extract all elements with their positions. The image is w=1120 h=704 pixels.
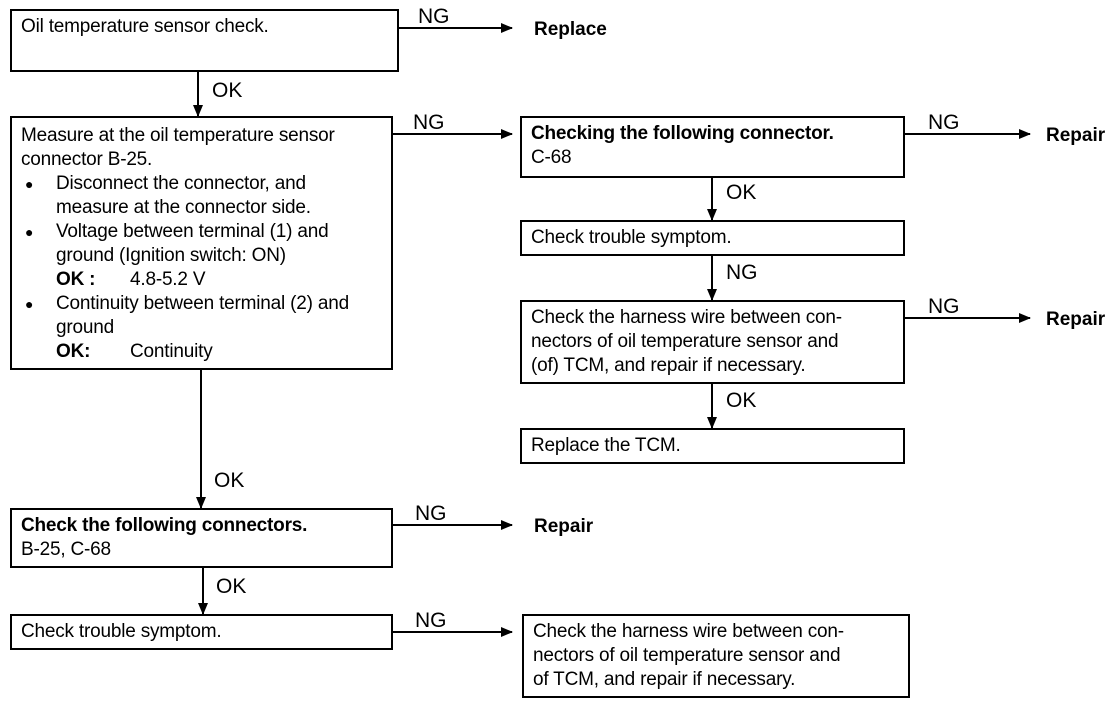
harness-bottom-line1: Check the harness wire between con- — [533, 621, 844, 642]
measure-title-line1: Measure at the oil temperature sensor — [21, 125, 335, 146]
check-connectors-b25-c68-box: Check the following connectors. B-25, C-… — [10, 508, 393, 568]
bullet2-line2: ground (Ignition switch: ON) — [56, 245, 286, 266]
ng-label-3: NG — [928, 111, 960, 134]
oil-sensor-check-text: Oil temperature sensor check. — [21, 16, 269, 37]
ng-label-4: NG — [726, 261, 758, 284]
ok-label-1: OK — [212, 79, 243, 102]
measure-bullet-continuity: Continuity between terminal (2) and grou… — [21, 292, 382, 340]
harness-bottom-line3: of TCM, and repair if necessary. — [533, 669, 796, 690]
check-symptom-right-box: Check trouble symptom. — [520, 220, 905, 256]
ng-label-7: NG — [415, 609, 447, 632]
ok-label-3: OK — [216, 575, 247, 598]
check-connectors-sub: B-25, C-68 — [21, 539, 111, 560]
ng-label-5: NG — [928, 295, 960, 318]
check-connector-c68-box: Checking the following connector. C-68 — [520, 116, 905, 178]
result-repair-2: Repair — [1046, 309, 1106, 330]
continuity-ok-spec: OK: Continuity — [21, 340, 382, 364]
voltage-ok-spec: OK : 4.8-5.2 V — [21, 268, 382, 292]
harness-right-line3: (of) TCM, and repair if necessary. — [531, 355, 806, 376]
replace-tcm-text: Replace the TCM. — [531, 435, 681, 456]
continuity-ok-label: OK: — [56, 341, 91, 362]
check-symptom-right-text: Check trouble symptom. — [531, 227, 732, 248]
check-connector-c68-sub: C-68 — [531, 147, 572, 168]
voltage-ok-value: 4.8-5.2 V — [130, 269, 206, 290]
bullet3-line2: ground — [56, 317, 114, 338]
result-repair-3: Repair — [534, 516, 594, 537]
harness-right-box: Check the harness wire between con- nect… — [520, 300, 905, 384]
ng-label-6: NG — [415, 502, 447, 525]
oil-sensor-check-box: Oil temperature sensor check. — [10, 9, 399, 72]
ng-label-1: NG — [418, 5, 450, 28]
check-connector-c68-title: Checking the following connector. — [531, 123, 834, 144]
result-repair-1: Repair — [1046, 125, 1106, 146]
measure-title-line2: connector B-25. — [21, 149, 153, 170]
harness-right-line1: Check the harness wire between con- — [531, 307, 842, 328]
bullet2-line1: Voltage between terminal (1) and — [56, 221, 329, 242]
harness-right-line2: nectors of oil temperature sensor and — [531, 331, 839, 352]
measure-bullet-disconnect: Disconnect the connector, and measure at… — [21, 172, 382, 220]
check-symptom-left-text: Check trouble symptom. — [21, 621, 222, 642]
check-connectors-title: Check the following connectors. — [21, 515, 308, 536]
harness-bottom-line2: nectors of oil temperature sensor and — [533, 645, 841, 666]
result-replace: Replace — [534, 19, 607, 40]
ng-label-2: NG — [413, 111, 445, 134]
bullet3-line1: Continuity between terminal (2) and — [56, 293, 349, 314]
bullet1-line1: Disconnect the connector, and — [56, 173, 306, 194]
voltage-ok-label: OK : — [56, 269, 96, 290]
measure-bullet-voltage: Voltage between terminal (1) and ground … — [21, 220, 382, 268]
harness-bottom-box: Check the harness wire between con- nect… — [522, 614, 910, 698]
ok-label-5: OK — [726, 389, 757, 412]
replace-tcm-box: Replace the TCM. — [520, 428, 905, 464]
bullet1-line2: measure at the connector side. — [56, 197, 311, 218]
ok-label-2: OK — [214, 469, 245, 492]
continuity-ok-value: Continuity — [130, 341, 213, 362]
measure-sensor-box: Measure at the oil temperature sensor co… — [10, 116, 393, 370]
ok-label-4: OK — [726, 181, 757, 204]
check-symptom-left-box: Check trouble symptom. — [10, 614, 393, 650]
